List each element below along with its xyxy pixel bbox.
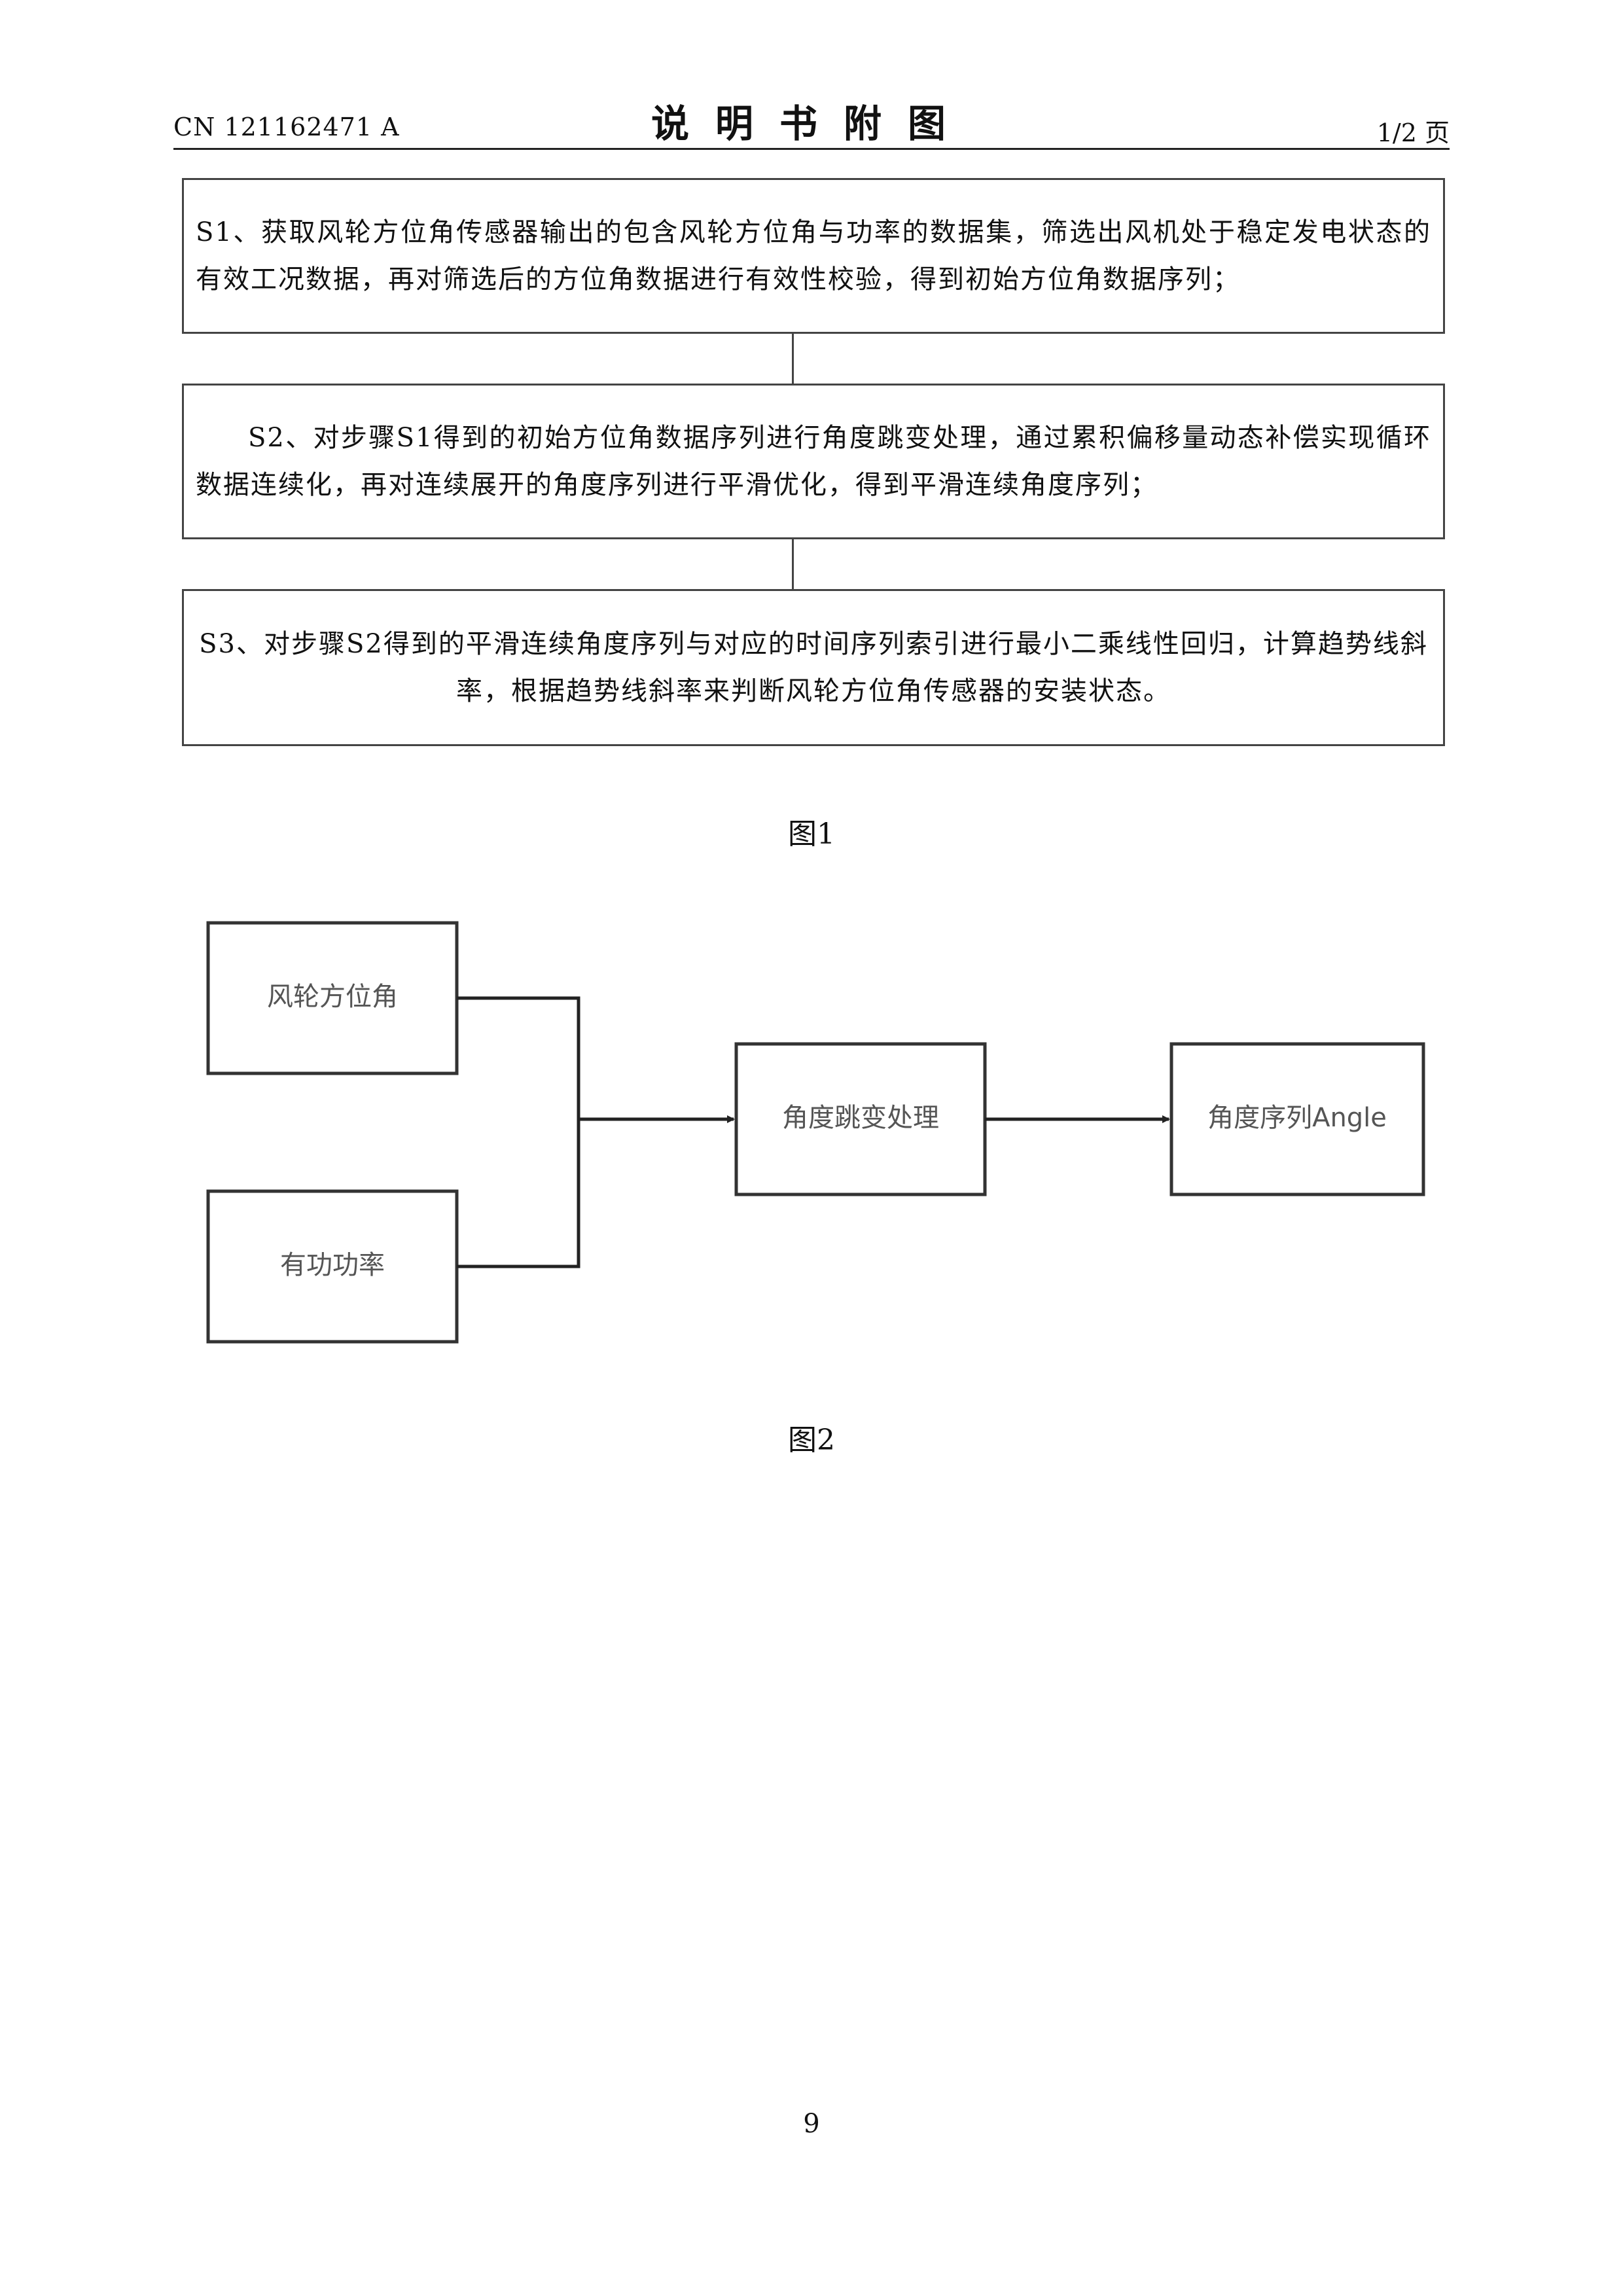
edge-power-to-junction — [457, 1119, 579, 1266]
node-process-label: 角度跳变处理 — [782, 1103, 939, 1133]
node-process: 角度跳变处理 — [736, 1044, 985, 1194]
node-power-label: 有功功率 — [280, 1250, 385, 1280]
node-output-label: 角度序列Angle — [1207, 1103, 1387, 1133]
node-power: 有功功率 — [208, 1191, 457, 1342]
edge-azimuth-to-junction — [457, 998, 579, 1119]
node-azimuth-label: 风轮方位角 — [267, 982, 398, 1012]
figure2-caption: 图2 — [0, 1416, 1623, 1458]
node-output: 角度序列Angle — [1171, 1044, 1423, 1194]
page-number: 9 — [0, 2109, 1623, 2139]
node-azimuth: 风轮方位角 — [208, 923, 457, 1073]
